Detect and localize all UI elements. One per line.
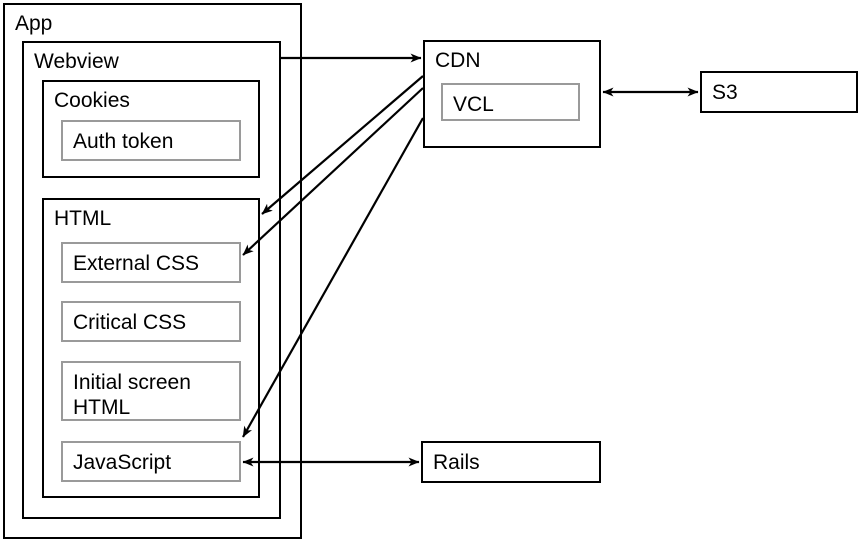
- node-javascript[interactable]: JavaScript: [61, 441, 241, 482]
- node-app-label: App: [15, 12, 53, 35]
- node-vcl-label: VCL: [453, 93, 494, 116]
- node-auth-token[interactable]: Auth token: [61, 120, 241, 161]
- node-javascript-label: JavaScript: [73, 451, 172, 474]
- node-rails[interactable]: Rails: [421, 441, 601, 483]
- node-rails-label: Rails: [433, 451, 480, 474]
- node-cdn[interactable]: CDN: [423, 40, 601, 148]
- node-auth-token-label: Auth token: [73, 130, 174, 153]
- node-initial-screen-html-label: Initial screen HTML: [73, 371, 191, 419]
- node-s3-label: S3: [712, 81, 738, 104]
- node-vcl[interactable]: VCL: [441, 83, 580, 121]
- node-critical-css[interactable]: Critical CSS: [61, 301, 241, 342]
- node-html-label: HTML: [54, 207, 112, 230]
- node-external-css[interactable]: External CSS: [61, 242, 241, 283]
- node-cookies-label: Cookies: [54, 89, 130, 112]
- node-initial-screen-html[interactable]: Initial screen HTML: [61, 361, 241, 421]
- node-external-css-label: External CSS: [73, 252, 200, 275]
- node-cdn-label: CDN: [435, 49, 481, 72]
- node-critical-css-label: Critical CSS: [73, 311, 187, 334]
- node-s3[interactable]: S3: [700, 71, 858, 113]
- node-webview-label: Webview: [34, 50, 119, 73]
